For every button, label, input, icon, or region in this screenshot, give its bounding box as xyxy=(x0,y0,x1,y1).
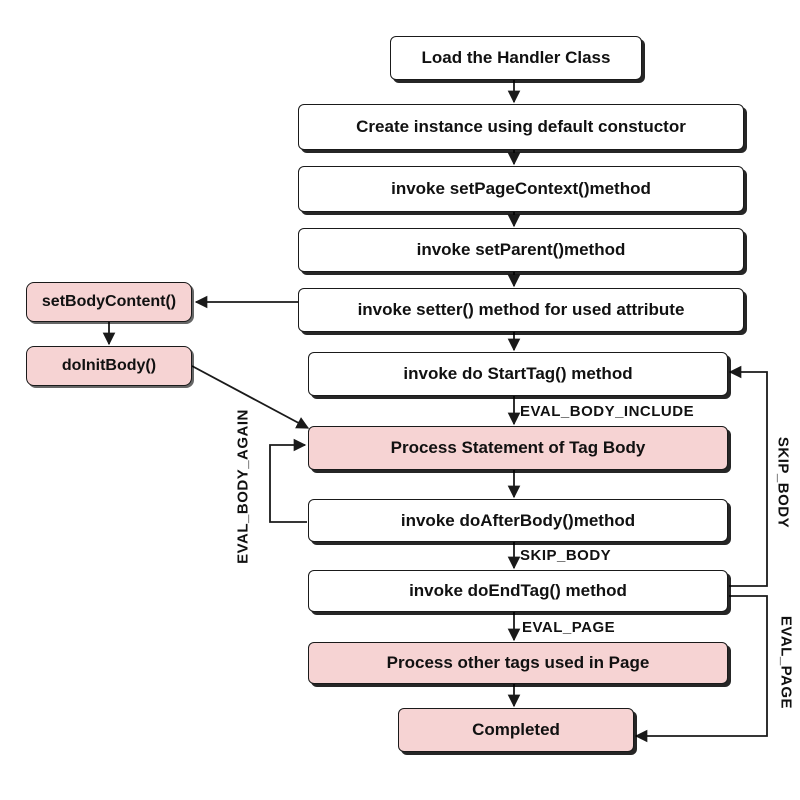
arrow-eval-page-side xyxy=(634,595,768,743)
load-handler-class-node: Load the Handler Class xyxy=(390,36,642,80)
arrow-eval-body-again-loop xyxy=(269,438,307,523)
arrow-skip-body-loop xyxy=(728,365,768,587)
start-tag-node: invoke do StartTag() method xyxy=(308,352,728,396)
create-instance-node: Create instance using default constuctor xyxy=(298,104,744,150)
skip-body-side-label: SKIP_BODY xyxy=(774,436,792,529)
process-tag-body-node: Process Statement of Tag Body xyxy=(308,426,728,470)
set-body-content-node: setBodyContent() xyxy=(26,282,192,322)
set-page-context-node: invoke setPageContext()method xyxy=(298,166,744,212)
eval-body-include-label: EVAL_BODY_INCLUDE xyxy=(520,403,695,420)
eval-body-again-label: EVAL_BODY_AGAIN xyxy=(234,409,252,564)
arrow-doinitbody-to-body xyxy=(191,365,310,429)
setter-method-node: invoke setter() method for used attribut… xyxy=(298,288,744,332)
eval-page-mid-label: EVAL_PAGE xyxy=(522,619,616,636)
end-tag-node: invoke doEndTag() method xyxy=(308,570,728,612)
process-other-tags-node: Process other tags used in Page xyxy=(308,642,728,684)
set-parent-node: invoke setParent()method xyxy=(298,228,744,272)
skip-body-mid-label: SKIP_BODY xyxy=(520,547,612,564)
completed-node: Completed xyxy=(398,708,634,752)
do-init-body-node: doInitBody() xyxy=(26,346,192,386)
after-body-node: invoke doAfterBody()method xyxy=(308,499,728,542)
eval-page-side-label: EVAL_PAGE xyxy=(777,615,795,710)
